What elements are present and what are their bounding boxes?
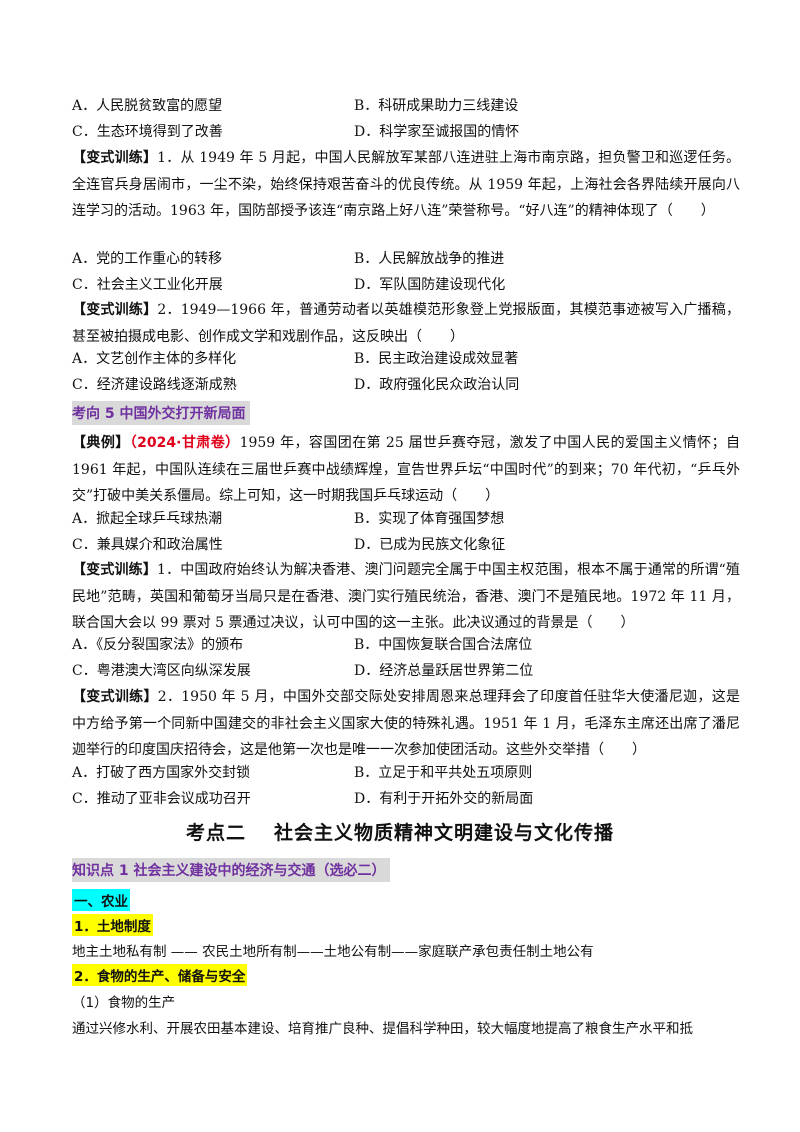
option-d: D．经济总量跃居世界第二位 — [354, 663, 534, 679]
options-row: C．生态环境得到了改善 D．科学家至诚报国的情怀 — [72, 121, 740, 145]
section-heading: 考向 5 中国外交打开新局面 — [72, 401, 250, 425]
variant-tag: 【变式训练】 — [72, 689, 158, 705]
question-variant-4: 【变式训练】2．1950 年 5 月，中国外交部交际处安排周恩来总理拜会了印度首… — [72, 684, 740, 764]
option-d: D．科学家至诚报国的情怀 — [354, 124, 520, 140]
body-text: 通过兴修水利、开展农田基本建设、培育推广良种、提倡科学种田，较大幅度地提高了粮食… — [72, 1021, 693, 1037]
option-c: C．社会主义工业化开展 — [72, 277, 223, 293]
land-system-text: 地主土地私有制 —— 农民土地所有制——土地公有制——家庭联产承包责任制土地公有 — [72, 944, 594, 960]
option-b: B．人民解放战争的推进 — [354, 251, 505, 267]
option-a: A．《反分裂国家法》的颁布 — [72, 637, 244, 653]
question-text: 1959 年，容国团在第 25 届世乒赛夺冠，激发了中国人民的爱国主义情怀；自 … — [72, 435, 740, 504]
subheading-food: 2．食物的生产、储备与安全 — [72, 964, 248, 986]
example-tag: 【典例】 — [72, 435, 130, 451]
question-text: 2．1949—1966 年，普通劳动者以英雄模范形象登上党报版面，其模范事迹被写… — [72, 302, 740, 345]
variant-tag: 【变式训练】 — [72, 302, 158, 318]
example-question: 【典例】（2024·甘肃卷）1959 年，容国团在第 25 届世乒赛夺冠，激发了… — [72, 430, 740, 510]
option-d: D．有利于开拓外交的新局面 — [354, 791, 534, 807]
option-b: B．立足于和平共处五项原则 — [354, 765, 533, 781]
option-a: A．掀起全球乒乓球热潮 — [72, 511, 223, 527]
options-row: A．文艺创作主体的多样化 B．民主政治建设成效显著 — [72, 348, 740, 372]
knowledge-point-heading: 知识点 1 社会主义建设中的经济与交通（选必二） — [72, 858, 390, 882]
option-c: C．推动了亚非会议成功召开 — [72, 791, 251, 807]
options-row: A．打破了西方国家外交封锁 B．立足于和平共处五项原则 — [72, 762, 740, 786]
question-variant-1: 【变式训练】1．从 1949 年 5 月起，中国人民解放军某部八连进驻上海市南京… — [72, 145, 740, 225]
options-row: C．兼具媒介和政治属性 D．已成为民族文化象征 — [72, 534, 740, 558]
subheading-land-system: 1．土地制度 — [72, 914, 153, 936]
option-b: B．科研成果助力三线建设 — [354, 98, 519, 114]
question-text: 1．中国政府始终认为解决香港、澳门问题完全属于中国主权范围，根本不属于通常的所谓… — [72, 562, 741, 631]
option-d: D．军队国防建设现代化 — [354, 277, 506, 293]
chapter-title: 考点二 社会主义物质精神文明建设与文化传播 — [0, 818, 800, 845]
question-variant-3: 【变式训练】1．中国政府始终认为解决香港、澳门问题完全属于中国主权范围，根本不属… — [72, 557, 740, 637]
option-b: B．民主政治建设成效显著 — [354, 351, 519, 367]
options-row: A．掀起全球乒乓球热潮 B．实现了体育强国梦想 — [72, 508, 740, 532]
option-c: C．兼具媒介和政治属性 — [72, 537, 223, 553]
option-b: B．实现了体育强国梦想 — [354, 511, 505, 527]
options-row: A．《反分裂国家法》的颁布 B．中国恢复联合国合法席位 — [72, 634, 740, 658]
option-a: A．文艺创作主体的多样化 — [72, 351, 237, 367]
options-row: C．粤港澳大湾区向纵深发展 D．经济总量跃居世界第二位 — [72, 660, 740, 684]
option-b: B．中国恢复联合国合法席位 — [354, 637, 533, 653]
chapter-name: 社会主义物质精神文明建设与文化传播 — [274, 822, 615, 844]
option-c: C．粤港澳大湾区向纵深发展 — [72, 663, 251, 679]
options-row: A．人民脱贫致富的愿望 B．科研成果助力三线建设 — [72, 95, 740, 119]
option-d: D．政府强化民众政治认同 — [354, 377, 520, 393]
subheading-agriculture: 一、农业 — [72, 889, 130, 911]
options-row: C．经济建设路线逐渐成熟 D．政府强化民众政治认同 — [72, 374, 740, 398]
subheading-food-production: （1）食物的生产 — [72, 995, 176, 1011]
variant-tag: 【变式训练】 — [72, 562, 158, 578]
option-d: D．已成为民族文化象征 — [354, 537, 506, 553]
variant-tag: 【变式训练】 — [72, 150, 158, 166]
example-source: （2024·甘肃卷） — [129, 435, 240, 451]
option-a: A．党的工作重心的转移 — [72, 251, 223, 267]
question-text: 2．1950 年 5 月，中国外交部交际处安排周恩来总理拜会了印度首任驻华大使潘… — [72, 689, 741, 758]
option-c: C．生态环境得到了改善 — [72, 124, 223, 140]
chapter-number: 考点二 — [185, 822, 246, 844]
question-variant-2: 【变式训练】2．1949—1966 年，普通劳动者以英雄模范形象登上党报版面，其… — [72, 297, 740, 350]
option-c: C．经济建设路线逐渐成熟 — [72, 377, 237, 393]
question-text: 1．从 1949 年 5 月起，中国人民解放军某部八连进驻上海市南京路，担负警卫… — [72, 150, 741, 219]
options-row: C．推动了亚非会议成功召开 D．有利于开拓外交的新局面 — [72, 788, 740, 812]
option-a: A．打破了西方国家外交封锁 — [72, 765, 251, 781]
option-a: A．人民脱贫致富的愿望 — [72, 98, 223, 114]
options-row: C．社会主义工业化开展 D．军队国防建设现代化 — [72, 274, 740, 298]
options-row: A．党的工作重心的转移 B．人民解放战争的推进 — [72, 248, 740, 272]
